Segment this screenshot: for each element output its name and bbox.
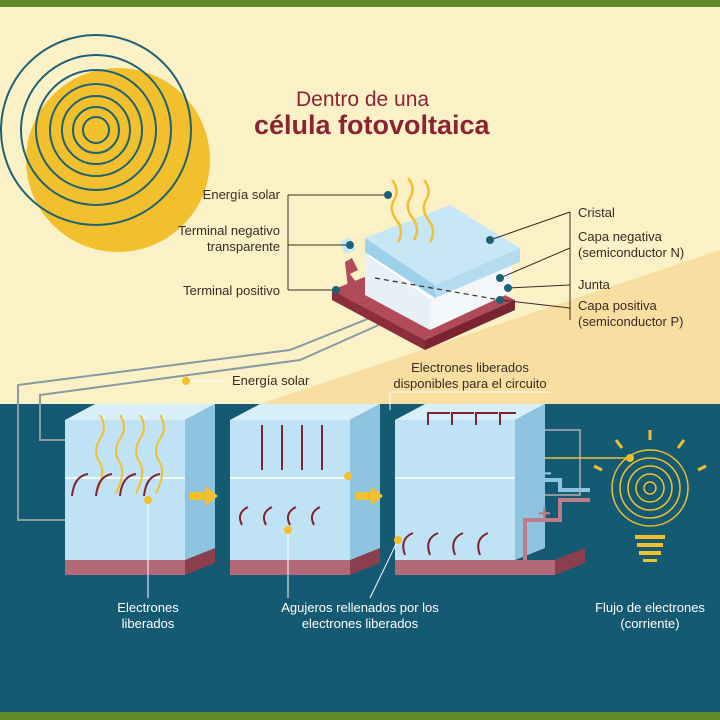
label-flow-2: (corriente) <box>620 616 680 631</box>
light-beam <box>0 250 720 404</box>
sun-icon <box>0 34 210 252</box>
label-electrons-2: liberados <box>121 616 175 631</box>
label-pos-layer-1: Capa positiva <box>578 298 657 313</box>
title-line-1: Dentro de una <box>296 88 430 111</box>
label-freed-2: disponibles para el circuito <box>393 376 547 391</box>
label-neg-terminal-1: Terminal negativo <box>178 223 280 238</box>
minus-sign: − <box>540 463 552 485</box>
top-leader-dots <box>332 191 512 304</box>
top-solar-cell <box>332 177 520 350</box>
label-solar-energy-top: Energía solar <box>202 187 280 202</box>
title-line-2: célula fotovoltaica <box>254 110 490 140</box>
label-freed-1: Electrones liberados <box>411 360 529 375</box>
label-neg-layer-1: Capa negativa <box>578 229 662 244</box>
bottom-leader-dots <box>144 377 634 544</box>
bottom-border <box>0 712 720 720</box>
arrow-right-icon <box>190 486 383 506</box>
top-leader-lines <box>287 194 571 320</box>
label-electrons-1: Electrones <box>117 600 179 615</box>
label-junction: Junta <box>578 277 610 292</box>
panel-1 <box>65 404 215 575</box>
circuit-wire <box>17 305 581 521</box>
label-holes-1: Agujeros rellenados por los <box>281 600 439 615</box>
bottom-leader-lines <box>147 380 550 599</box>
output-terminals <box>523 478 590 560</box>
label-neg-terminal-2: transparente <box>207 239 280 254</box>
light-bulb-icon <box>593 430 707 562</box>
panel-2 <box>230 404 380 575</box>
label-flow-1: Flujo de electrones <box>595 600 705 615</box>
label-solar-energy-bottom: Energía solar <box>232 373 310 388</box>
label-glass: Cristal <box>578 205 615 220</box>
label-holes-2: electrones liberados <box>301 616 419 631</box>
plus-sign: + <box>538 501 551 526</box>
label-neg-layer-2: (semiconductor N) <box>578 245 685 260</box>
label-pos-terminal: Terminal positivo <box>183 283 280 298</box>
top-border <box>0 0 720 7</box>
label-pos-layer-2: (semiconductor P) <box>578 314 684 329</box>
